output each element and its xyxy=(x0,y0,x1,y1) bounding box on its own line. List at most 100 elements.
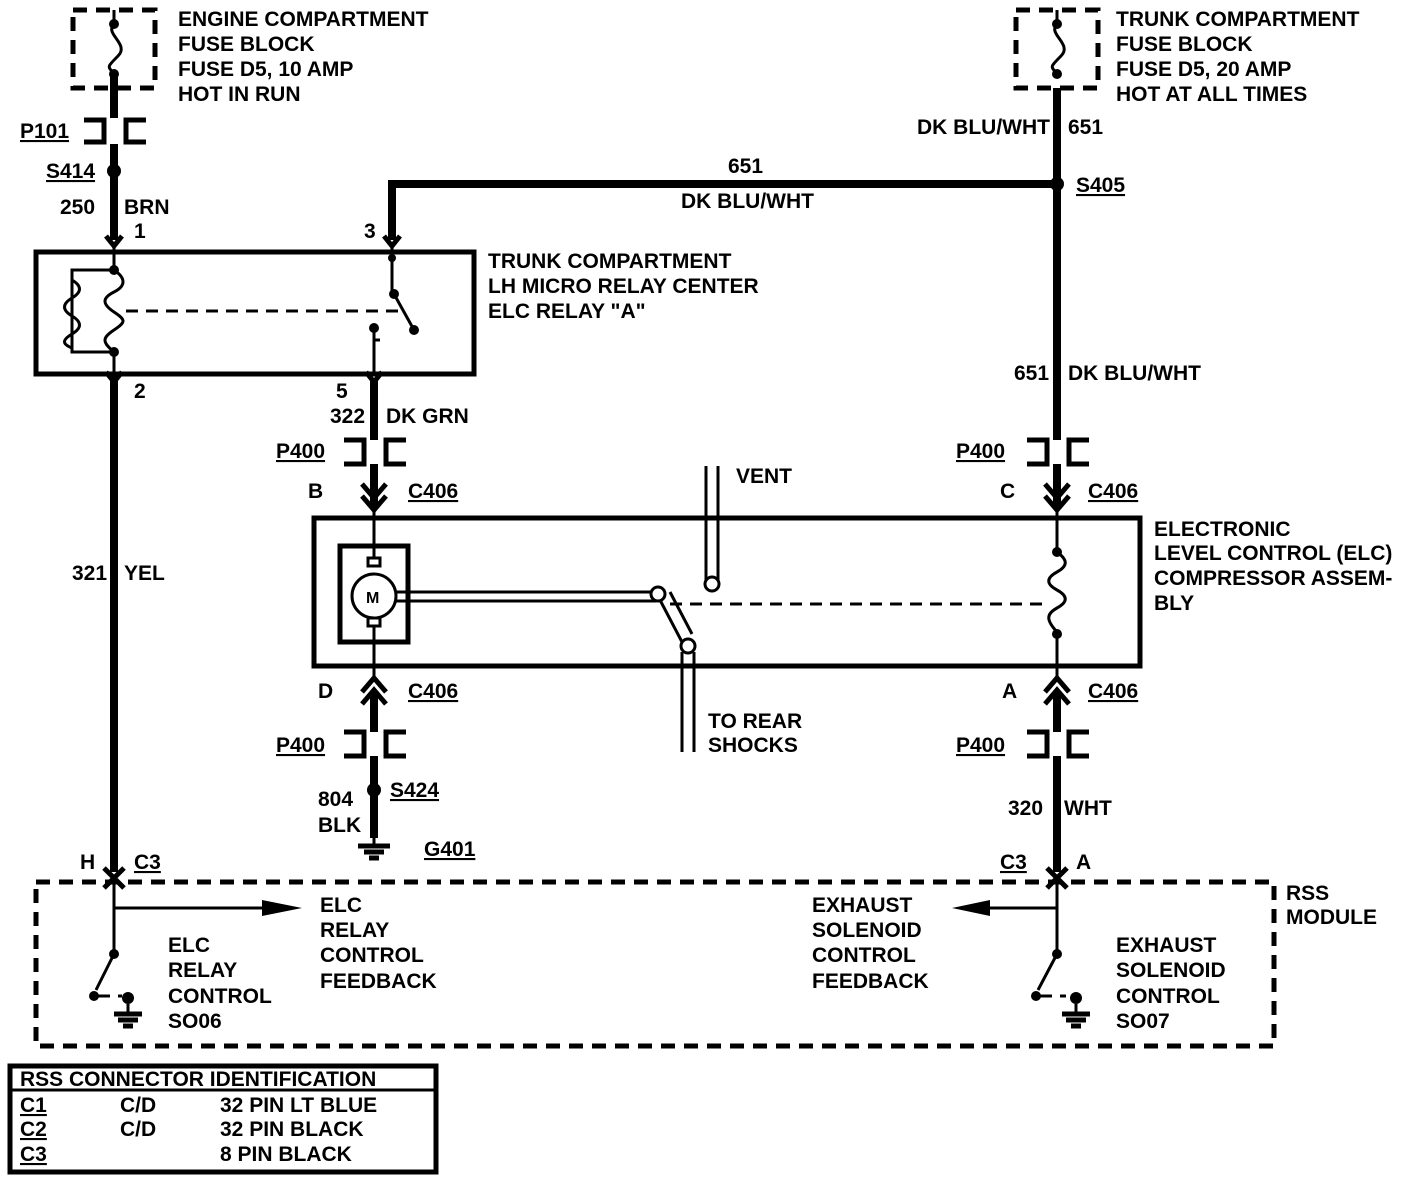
connector-table-title: RSS CONNECTOR IDENTIFICATION xyxy=(20,1068,376,1091)
trunk-fuse-block xyxy=(1013,7,1101,91)
c406-c-terminal-1 xyxy=(1043,482,1071,502)
wire-804-number: 804 xyxy=(318,788,353,811)
relay-center-label-1: TRUNK COMPARTMENT xyxy=(488,250,732,273)
engine-fuse-label-4: HOT IN RUN xyxy=(178,83,301,106)
c406-label-b: C406 xyxy=(408,480,458,503)
table-row-conn: C3 xyxy=(20,1143,47,1166)
compressor-label-1: ELECTRONIC xyxy=(1154,518,1291,541)
relay-pin-5: 5 xyxy=(336,380,348,403)
engine-fuse-label-1: ENGINE COMPARTMENT xyxy=(178,8,429,31)
table-row-desc: 32 PIN BLACK xyxy=(220,1118,364,1141)
elc-control-label-1: ELC xyxy=(168,934,210,957)
relay-pin-2: 2 xyxy=(134,380,146,403)
c406-b-terminal-1 xyxy=(360,482,388,502)
ground-g401-symbol xyxy=(358,838,390,861)
exhaust-feedback-label-3: CONTROL xyxy=(812,944,916,967)
to-rear-label-1: TO REAR xyxy=(708,710,802,733)
compressor-motor xyxy=(337,510,411,680)
table-row-conn: C1 xyxy=(20,1094,47,1117)
exhaust-feedback-label-2: SOLENOID xyxy=(812,919,922,942)
elc-relay-control-switch xyxy=(89,949,142,1029)
relay-center-label-3: ELC RELAY "A" xyxy=(488,300,646,323)
trunk-fuse-label-3: FUSE D5, 20 AMP xyxy=(1116,58,1291,81)
s424-label: S424 xyxy=(390,779,439,802)
splice-s424 xyxy=(367,783,381,797)
c3-a-terminal-2 xyxy=(1045,874,1069,890)
elc-feedback-label-4: FEEDBACK xyxy=(320,970,437,993)
elc-feedback-arrow xyxy=(114,900,302,916)
vent-label: VENT xyxy=(736,465,792,488)
rss-connector-table: RSS CONNECTOR IDENTIFICATION C1 C/D 32 P… xyxy=(7,1063,439,1175)
pin-c-label: C xyxy=(1000,480,1015,503)
motor-label: M xyxy=(366,590,379,607)
pin-h-label: H xyxy=(80,851,95,874)
pin-d-label: D xyxy=(318,680,333,703)
c406-a-terminal-2 xyxy=(1043,686,1071,706)
wire-320-number: 320 xyxy=(1008,797,1043,820)
p400-connector-a xyxy=(1027,729,1089,759)
s405-label: S405 xyxy=(1076,174,1125,197)
wire-651-right-number: 651 xyxy=(1014,362,1049,385)
rss-module-label-1: RSS xyxy=(1286,882,1329,905)
wire-651-right-color: DK BLU/WHT xyxy=(1068,362,1201,385)
exhaust-control-label-1: EXHAUST xyxy=(1116,934,1217,957)
wire-651-mid-number: 651 xyxy=(728,155,763,178)
c406-a-terminal-1 xyxy=(1043,674,1071,694)
exhaust-feedback-label-1: EXHAUST xyxy=(812,894,913,917)
wire-320-color: WHT xyxy=(1064,797,1112,820)
relay-pin-1: 1 xyxy=(134,220,146,243)
rss-module-label-2: MODULE xyxy=(1286,906,1377,929)
exhaust-solenoid-control-switch xyxy=(1031,949,1090,1029)
elc-control-label-3: CONTROL xyxy=(168,985,272,1008)
pin-b-label: B xyxy=(308,480,323,503)
g401-label: G401 xyxy=(424,838,476,861)
elc-control-label-2: RELAY xyxy=(168,959,237,982)
splice-s414 xyxy=(107,164,121,178)
wire-804-color: BLK xyxy=(318,814,361,837)
compressor-label-3: COMPRESSOR ASSEM- xyxy=(1154,567,1392,590)
vent-tube xyxy=(703,466,721,593)
elc-control-label-4: SO06 xyxy=(168,1010,222,1033)
compressor-box xyxy=(311,515,1143,669)
exhaust-control-label-3: CONTROL xyxy=(1116,985,1220,1008)
p101-connector xyxy=(84,117,146,145)
p400-label-d: P400 xyxy=(276,734,325,757)
trunk-fuse-label-4: HOT AT ALL TIMES xyxy=(1116,83,1307,106)
table-row-type: C/D xyxy=(120,1118,156,1141)
c406-label-a: C406 xyxy=(1088,680,1138,703)
wire-651-horizontal xyxy=(388,180,1057,240)
wire-250-number: 250 xyxy=(60,196,95,219)
elc-feedback-label-1: ELC xyxy=(320,894,362,917)
c3-label-h: C3 xyxy=(134,851,161,874)
c406-d-terminal-1 xyxy=(360,674,388,694)
p400-label-c: P400 xyxy=(956,440,1005,463)
pin-a2-label: A xyxy=(1076,851,1091,874)
compressor-label-2: LEVEL CONTROL (ELC) xyxy=(1154,542,1392,565)
c3-h-terminal-2 xyxy=(102,874,126,890)
pin-a-label: A xyxy=(1002,680,1017,703)
elc-feedback-label-2: RELAY xyxy=(320,919,389,942)
exhaust-feedback-arrow xyxy=(952,900,1057,916)
trunk-fuse-label-2: FUSE BLOCK xyxy=(1116,33,1253,56)
compressor-shaft xyxy=(396,585,697,752)
wire-651-mid-color: DK BLU/WHT xyxy=(681,190,814,213)
exhaust-feedback-label-4: FEEDBACK xyxy=(812,970,929,993)
wire-651-top-number: 651 xyxy=(1068,116,1103,139)
p400-label-a: P400 xyxy=(956,734,1005,757)
p400-connector-b xyxy=(344,437,406,467)
table-row-type: C/D xyxy=(120,1094,156,1117)
c406-label-c: C406 xyxy=(1088,480,1138,503)
trunk-fuse-label-1: TRUNK COMPARTMENT xyxy=(1116,8,1360,31)
p400-label-b: P400 xyxy=(276,440,325,463)
wire-250-color: BRN xyxy=(124,196,170,219)
engine-fuse-label-3: FUSE D5, 10 AMP xyxy=(178,58,353,81)
relay-pin-3: 3 xyxy=(364,220,376,243)
relay-center-box xyxy=(33,249,477,377)
elc-feedback-label-3: CONTROL xyxy=(320,944,424,967)
relay-center-label-2: LH MICRO RELAY CENTER xyxy=(488,275,759,298)
rss-module-box xyxy=(33,879,1277,1049)
s414-label: S414 xyxy=(46,160,95,183)
wire-651-top-color: DK BLU/WHT xyxy=(917,116,1050,139)
table-row-desc: 8 PIN BLACK xyxy=(220,1143,352,1166)
